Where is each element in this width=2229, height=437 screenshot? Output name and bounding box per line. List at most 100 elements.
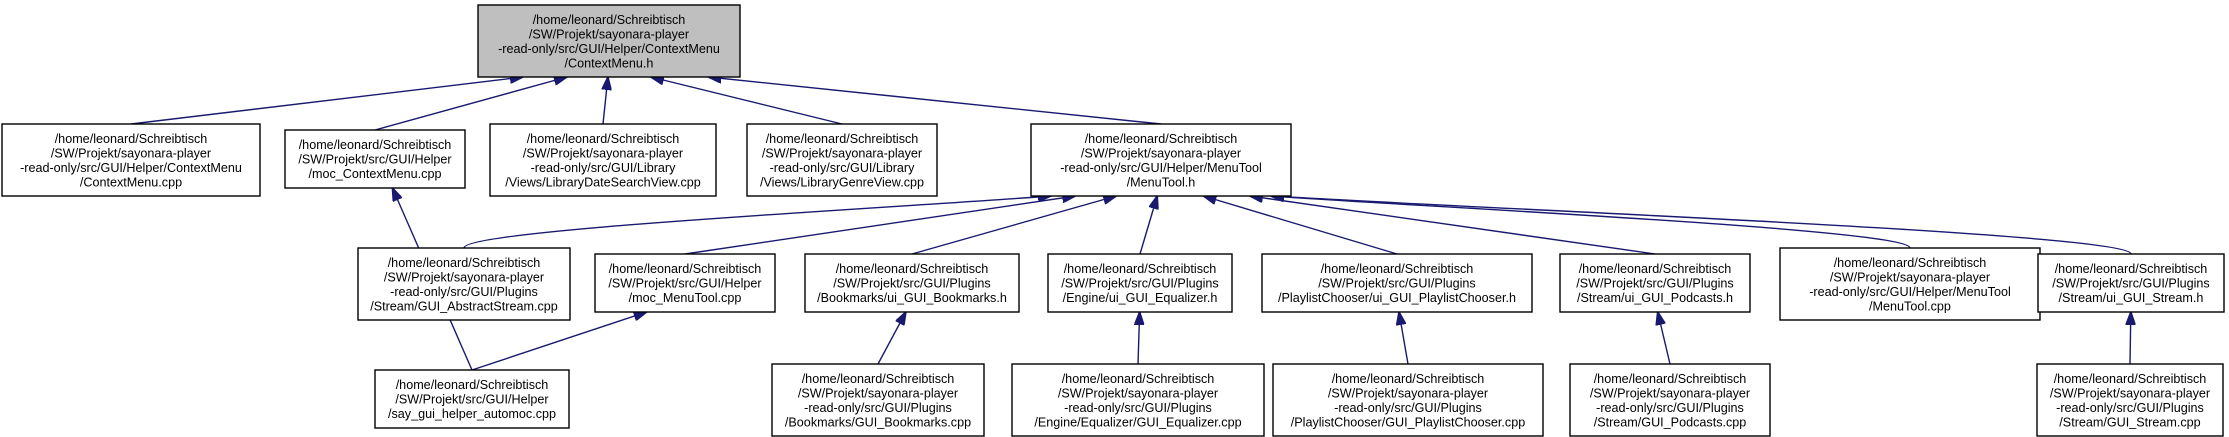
file-node-librarydatesearchview[interactable]: /home/leonard/Schreibtisch/SW/Projekt/sa… [489, 123, 717, 197]
node-label-line: /home/leonard/Schreibtisch [1062, 372, 1215, 386]
nodes: /home/leonard/Schreibtisch/SW/Projekt/sa… [1, 4, 2225, 437]
node-label-line: /SW/Projekt/src/GUI/Plugins [1318, 277, 1475, 291]
edge-ui-gui-podcasts-to-menutool-h [1250, 196, 1656, 255]
file-node-contextmenu-cpp[interactable]: /home/leonard/Schreibtisch/SW/Projekt/sa… [1, 123, 261, 197]
node-label-line: -read-only/src/GUI/Helper/ContextMenu [20, 161, 242, 175]
edge-gui-playlistchooser-cpp-to-ui-gui-playlistchooser [1399, 312, 1409, 365]
node-label-line: /Views/LibraryDateSearchView.cpp [505, 175, 701, 189]
node-label-line: -read-only/src/GUI/Library [531, 161, 677, 175]
node-box [2037, 253, 2225, 313]
file-node-moc-menutool[interactable]: /home/leonard/Schreibtisch/SW/Projekt/sr… [594, 253, 776, 313]
node-label-line: /home/leonard/Schreibtisch [1085, 132, 1238, 146]
node-label-line: /ContextMenu.h [565, 56, 654, 70]
node-box [746, 123, 938, 197]
node-label-line: /Engine/ui_GUI_Equalizer.h [1063, 291, 1218, 305]
file-node-ui-gui-podcasts[interactable]: /home/leonard/Schreibtisch/SW/Projekt/sr… [1559, 253, 1751, 313]
node-box [1011, 363, 1265, 437]
node-label-line: /home/leonard/Schreibtisch [388, 256, 541, 270]
node-box [1030, 123, 1292, 197]
edge-ui-gui-stream-to-menutool-h [1271, 196, 2132, 255]
file-node-ui-gui-equalizer[interactable]: /home/leonard/Schreibtisch/SW/Projekt/sr… [1047, 253, 1233, 313]
edges [130, 77, 2132, 371]
node-label-line: /home/leonard/Schreibtisch [533, 13, 686, 27]
node-label-line: -read-only/src/GUI/Helper/MenuTool [1809, 285, 2011, 299]
node-label-line: /SW/Projekt/sayonara-player [384, 270, 544, 284]
node-label-line: /home/leonard/Schreibtisch [1579, 262, 1732, 276]
node-label-line: /Bookmarks/GUI_Bookmarks.cpp [785, 415, 971, 429]
node-box [1047, 253, 1233, 313]
file-node-ui-gui-bookmarks[interactable]: /home/leonard/Schreibtisch/SW/Projekt/sr… [804, 253, 1020, 313]
edge-gui-stream-cpp-to-ui-gui-stream [2130, 312, 2131, 365]
node-label-line: /home/leonard/Schreibtisch [1321, 262, 1474, 276]
file-node-librarygenreview[interactable]: /home/leonard/Schreibtisch/SW/Projekt/sa… [746, 123, 938, 197]
node-box [1272, 363, 1544, 437]
node-label-line: /ContextMenu.cpp [80, 175, 182, 189]
edge-gui-podcasts-cpp-to-ui-gui-podcasts [1658, 312, 1671, 365]
file-node-gui-equalizer-cpp[interactable]: /home/leonard/Schreibtisch/SW/Projekt/sa… [1011, 363, 1265, 437]
file-node-ui-gui-stream[interactable]: /home/leonard/Schreibtisch/SW/Projekt/sr… [2037, 253, 2225, 313]
node-label-line: /home/leonard/Schreibtisch [396, 378, 549, 392]
edge-gui-bookmarks-cpp-to-ui-gui-bookmarks [877, 312, 906, 365]
node-label-line: /SW/Projekt/sayonara-player [762, 146, 922, 160]
edge-moc-menutool-to-menutool-h [684, 196, 1075, 255]
node-label-line: /SW/Projekt/sayonara-player [2050, 386, 2210, 400]
node-box [1569, 363, 1771, 437]
node-label-line: /Stream/GUI_AbstractStream.cpp [370, 299, 558, 313]
node-box [1, 123, 261, 197]
node-label-line: -read-only/src/GUI/Plugins [390, 285, 538, 299]
edge-librarydatesearchview-to-contextmenu-h [603, 77, 608, 125]
node-box [1559, 253, 1751, 313]
edge-ui-gui-bookmarks-to-menutool-h [911, 196, 1116, 255]
edge-librarygenreview-to-contextmenu-h [651, 77, 843, 125]
file-node-gui-abstractstream[interactable]: /home/leonard/Schreibtisch/SW/Projekt/sa… [357, 247, 571, 321]
edge-gui-abstractstream-to-menutool-h [463, 196, 1051, 249]
file-node-contextmenu-h[interactable]: /home/leonard/Schreibtisch/SW/Projekt/sa… [477, 4, 741, 78]
node-label-line: /Engine/Equalizer/GUI_Equalizer.cpp [1034, 415, 1241, 429]
node-label-line: /SW/Projekt/sayonara-player [1058, 386, 1218, 400]
node-label-line: -read-only/src/GUI/Library [770, 161, 916, 175]
file-node-moc-contextmenu[interactable]: /home/leonard/Schreibtisch/SW/Projekt/sr… [284, 129, 466, 189]
node-label-line: /home/leonard/Schreibtisch [1594, 372, 1747, 386]
node-label-line: /SW/Projekt/sayonara-player [1328, 386, 1488, 400]
node-label-line: /PlaylistChooser/GUI_PlaylistChooser.cpp [1291, 415, 1526, 429]
file-node-gui-podcasts-cpp[interactable]: /home/leonard/Schreibtisch/SW/Projekt/sa… [1569, 363, 1771, 437]
node-label-line: /home/leonard/Schreibtisch [609, 262, 762, 276]
node-label-line: -read-only/src/GUI/Plugins [1064, 401, 1212, 415]
edge-moc-contextmenu-to-contextmenu-h [374, 77, 567, 131]
node-label-line: /SW/Projekt/src/GUI/Plugins [1576, 277, 1733, 291]
node-label-line: /SW/Projekt/src/GUI/Helper [608, 277, 761, 291]
node-label-line: /Stream/GUI_Stream.cpp [2059, 415, 2200, 429]
node-label-line: /moc_ContextMenu.cpp [308, 167, 441, 181]
node-label-line: -read-only/src/GUI/Plugins [1596, 401, 1744, 415]
file-node-menutool-h[interactable]: /home/leonard/Schreibtisch/SW/Projekt/sa… [1030, 123, 1292, 197]
edge-ui-gui-equalizer-to-menutool-h [1139, 196, 1157, 255]
node-box [374, 369, 570, 429]
node-label-line: -read-only/src/GUI/Helper/MenuTool [1060, 161, 1262, 175]
node-label-line: /home/leonard/Schreibtisch [2054, 372, 2207, 386]
node-label-line: /home/leonard/Schreibtisch [836, 262, 989, 276]
file-node-gui-stream-cpp[interactable]: /home/leonard/Schreibtisch/SW/Projekt/sa… [2036, 363, 2224, 437]
node-label-line: /say_gui_helper_automoc.cpp [388, 407, 556, 421]
node-box [489, 123, 717, 197]
file-node-menutool-cpp[interactable]: /home/leonard/Schreibtisch/SW/Projekt/sa… [1779, 247, 2041, 321]
file-node-gui-playlistchooser-cpp[interactable]: /home/leonard/Schreibtisch/SW/Projekt/sa… [1272, 363, 1544, 437]
node-box [284, 129, 466, 189]
file-node-gui-bookmarks-cpp[interactable]: /home/leonard/Schreibtisch/SW/Projekt/sa… [771, 363, 985, 437]
node-label-line: /Bookmarks/ui_GUI_Bookmarks.h [817, 291, 1007, 305]
file-node-ui-gui-playlistchooser[interactable]: /home/leonard/Schreibtisch/SW/Projekt/sr… [1261, 253, 1533, 313]
node-label-line: /Stream/ui_GUI_Podcasts.h [1577, 291, 1733, 305]
node-box [594, 253, 776, 313]
node-label-line: -read-only/src/GUI/Helper/ContextMenu [498, 42, 720, 56]
node-box [357, 247, 571, 321]
node-label-line: /MenuTool.cpp [1869, 299, 1951, 313]
node-box [804, 253, 1020, 313]
node-label-line: /home/leonard/Schreibtisch [55, 132, 208, 146]
file-node-say-gui-helper-automoc[interactable]: /home/leonard/Schreibtisch/SW/Projekt/sr… [374, 369, 570, 429]
node-label-line: /home/leonard/Schreibtisch [1332, 372, 1485, 386]
node-label-line: /Views/LibraryGenreView.cpp [760, 175, 924, 189]
edge-say-gui-helper-automoc-to-moc-menutool [471, 312, 647, 371]
node-label-line: -read-only/src/GUI/Plugins [804, 401, 952, 415]
node-box [2036, 363, 2224, 437]
node-label-line: /home/leonard/Schreibtisch [1834, 256, 1987, 270]
